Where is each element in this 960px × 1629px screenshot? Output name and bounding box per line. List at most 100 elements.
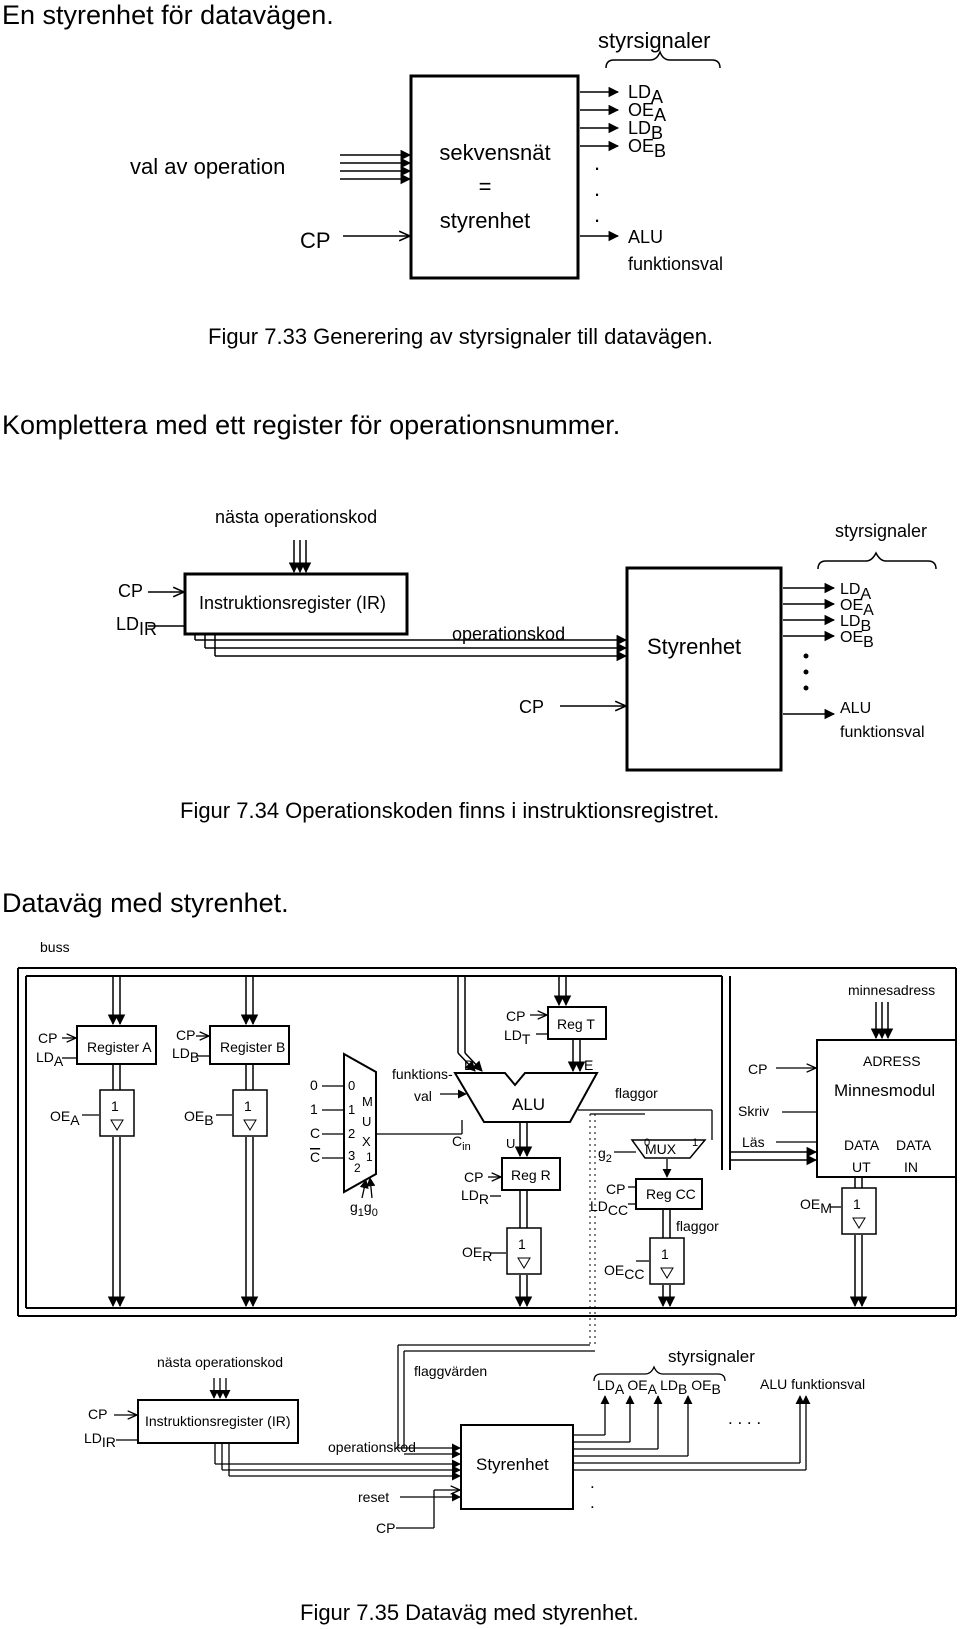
dot: . (594, 202, 600, 227)
ld-a-label: LDA (36, 1049, 64, 1069)
mux-input-c: C (310, 1125, 320, 1141)
sequential-net-box (409, 74, 580, 280)
mux-input-1: 1 (310, 1101, 318, 1117)
memory-module-box (816, 1039, 957, 1178)
ellipsis-label: . . . . (728, 1409, 761, 1428)
cp-bottom-label: CP (519, 697, 544, 717)
buffer-label: 1 (661, 1246, 669, 1262)
funktionsval-label: funktionsval (840, 724, 925, 741)
control-unit-box (460, 1424, 574, 1510)
figure-7-35-control: nästa operationskod CP LDIR Instruktions… (84, 1344, 865, 1625)
tristate-buffer-m (841, 1187, 877, 1235)
tristate-buffer-a (99, 1089, 135, 1137)
mux-idx-3: 3 (348, 1148, 355, 1163)
mux-idx-1: 1 (348, 1102, 355, 1117)
flaggor-label: flaggor (615, 1085, 658, 1101)
caption-7-34: Figur 7.34 Operationskoden finns i instr… (180, 798, 719, 823)
buffer-triangle-icon (243, 1119, 257, 1131)
next-opcode-label: nästa operationskod (215, 507, 377, 527)
ld-ir-label: LDIR (116, 614, 157, 639)
signals-brace (817, 551, 937, 570)
mux-sel-2: 2 (354, 1161, 361, 1175)
mux-sel-1: 1 (366, 1150, 373, 1164)
signals-brace (605, 49, 721, 69)
reg-t-label: Reg T (557, 1016, 595, 1032)
signal-ld-b: LDB (840, 613, 871, 635)
control-unit-box (625, 566, 783, 772)
mux-input-c-bar: C (310, 1149, 320, 1165)
buss-label: buss (40, 939, 70, 955)
funktionsval-line2: val (414, 1088, 432, 1104)
mux-idx-0: 0 (348, 1078, 355, 1093)
oe-m-label: OEM (800, 1196, 832, 1216)
alu-u-label: U (506, 1136, 515, 1151)
alu-label: ALU (840, 700, 871, 717)
opcode-label: operationskod (452, 624, 565, 644)
signals-brace-label: styrsignaler (835, 521, 927, 541)
tristate-buffer-cc (649, 1237, 685, 1285)
section3-heading: Dataväg med styrenhet. (2, 888, 289, 918)
minnesmodul-label: Minnesmodul (834, 1081, 935, 1100)
cp-label: CP (88, 1406, 107, 1422)
reg-cc-box (635, 1178, 703, 1210)
mux-input-lines (322, 1085, 344, 1159)
alu-e-label: E (584, 1057, 593, 1073)
g-select-label: g1g0 (350, 1199, 378, 1219)
signal-oe-b: OEB (840, 629, 874, 651)
oe-b-label: OEB (184, 1108, 214, 1128)
buffer-label: 1 (853, 1196, 861, 1212)
las-label: Läs (742, 1134, 765, 1150)
signal-ld-a: LDA (628, 82, 663, 107)
next-opcode-label: nästa operationskod (157, 1354, 283, 1370)
data-ut-label-1: DATA (844, 1137, 880, 1153)
dot: . (590, 1493, 595, 1512)
register-b-box (209, 1025, 290, 1065)
buffer-label: 1 (244, 1098, 252, 1114)
signals-brace-label: styrsignaler (668, 1347, 755, 1366)
cp-label: CP (38, 1030, 57, 1046)
flaggvarden-label: flaggvärden (414, 1363, 487, 1379)
tristate-buffer-r (506, 1227, 542, 1275)
buffer-triangle-icon (660, 1267, 674, 1279)
control-unit-label: Styrenhet (476, 1455, 549, 1474)
ld-b-label: LDB (172, 1045, 199, 1065)
dot: . (594, 150, 600, 175)
ld-ir-label: LDIR (84, 1430, 116, 1450)
oe-a-label: OEA (50, 1108, 80, 1128)
signal-oe-b: OEB (628, 136, 666, 161)
signals-brace (593, 1365, 726, 1382)
buffer-triangle-icon (517, 1257, 531, 1269)
mux-input-0: 0 (310, 1077, 318, 1093)
mux2-label: MUX (645, 1141, 677, 1157)
caption-7-35: Figur 7.35 Dataväg med styrenhet. (300, 1600, 639, 1625)
data-ut-label-2: UT (852, 1159, 871, 1175)
alu-funktionsval-label: ALU funktionsval (760, 1376, 865, 1392)
cp-input-label: CP (300, 228, 331, 253)
mux-shape (343, 1052, 377, 1194)
dot: . (590, 1473, 595, 1492)
mux2-one: 1 (692, 1137, 698, 1149)
reset-label: reset (358, 1489, 389, 1505)
ir-label: Instruktionsregister (IR) (145, 1413, 290, 1429)
cp-label: CP (176, 1027, 195, 1043)
control-output-lines (574, 1395, 811, 1471)
box-line-3: styrenhet (440, 208, 531, 233)
reg-cc-label: Reg CC (646, 1186, 696, 1202)
signal-ld-b: LDB (628, 118, 663, 143)
instruction-register-box (137, 1399, 299, 1444)
oe-cc-label: OECC (604, 1262, 644, 1282)
dot: . (594, 176, 600, 201)
signal-oe-a: OEA (628, 100, 666, 125)
adress-label: ADRESS (863, 1053, 921, 1069)
mux-letter-m: M (362, 1094, 373, 1109)
minnesadress-label: minnesadress (848, 982, 935, 998)
figure-7-34: Komplettera med ett register för operati… (2, 410, 937, 823)
oe-r-label: OER (462, 1244, 492, 1264)
alu-label: ALU (628, 227, 663, 247)
register-a-label: Register A (87, 1039, 152, 1055)
signal-ld-a: LDA (840, 581, 871, 603)
output-arrows (580, 86, 620, 242)
register-a-box (76, 1025, 157, 1065)
caption-7-33: Figur 7.33 Generering av styrsignaler ti… (208, 324, 713, 349)
cp-label: CP (606, 1181, 625, 1197)
